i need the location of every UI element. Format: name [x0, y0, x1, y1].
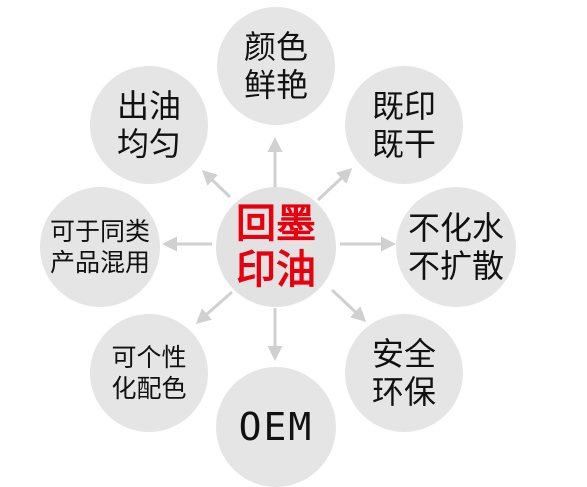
node-left-line1: 可于同类: [49, 217, 150, 246]
node-bottom-left-line2: 化配色: [111, 374, 187, 403]
arrow-to-bottom-right: [330, 288, 367, 323]
arrow-to-top-right: [316, 167, 353, 202]
arrow-to-bottom-left: [195, 290, 233, 324]
node-bottom-right-line2: 环保: [371, 373, 436, 411]
node-right-line1: 不化水: [407, 209, 504, 247]
node-top-right-line2: 既干: [371, 125, 436, 163]
node-bottom-right-line1: 安全: [371, 335, 436, 373]
arrow-to-top-left: [201, 169, 232, 199]
node-left: 可于同类 产品混用: [40, 187, 160, 307]
center-node: 回墨 印油: [216, 187, 336, 307]
node-top-right-line1: 既印: [371, 87, 436, 125]
node-bottom-left-line1: 可个性: [111, 343, 187, 372]
node-left-line2: 产品混用: [49, 248, 150, 277]
node-right-line2: 不扩散: [407, 247, 504, 285]
node-top-left: 出油 均匀: [90, 66, 208, 184]
node-bottom-left: 可个性 化配色: [90, 314, 208, 432]
node-top-line1: 颜色: [243, 28, 308, 66]
node-bottom-line1: OEM: [238, 405, 314, 449]
node-top: 颜色 鲜艳: [217, 7, 335, 125]
center-line2: 印油: [236, 247, 316, 293]
node-bottom: OEM: [216, 367, 336, 487]
center-line1: 回墨: [236, 201, 316, 247]
node-bottom-right: 安全 环保: [345, 314, 463, 432]
node-top-left-line2: 均匀: [116, 125, 181, 163]
node-top-line2: 鲜艳: [243, 66, 308, 104]
node-right: 不化水 不扩散: [396, 187, 516, 307]
node-top-left-line1: 出油: [116, 87, 181, 125]
node-top-right: 既印 既干: [345, 66, 463, 184]
